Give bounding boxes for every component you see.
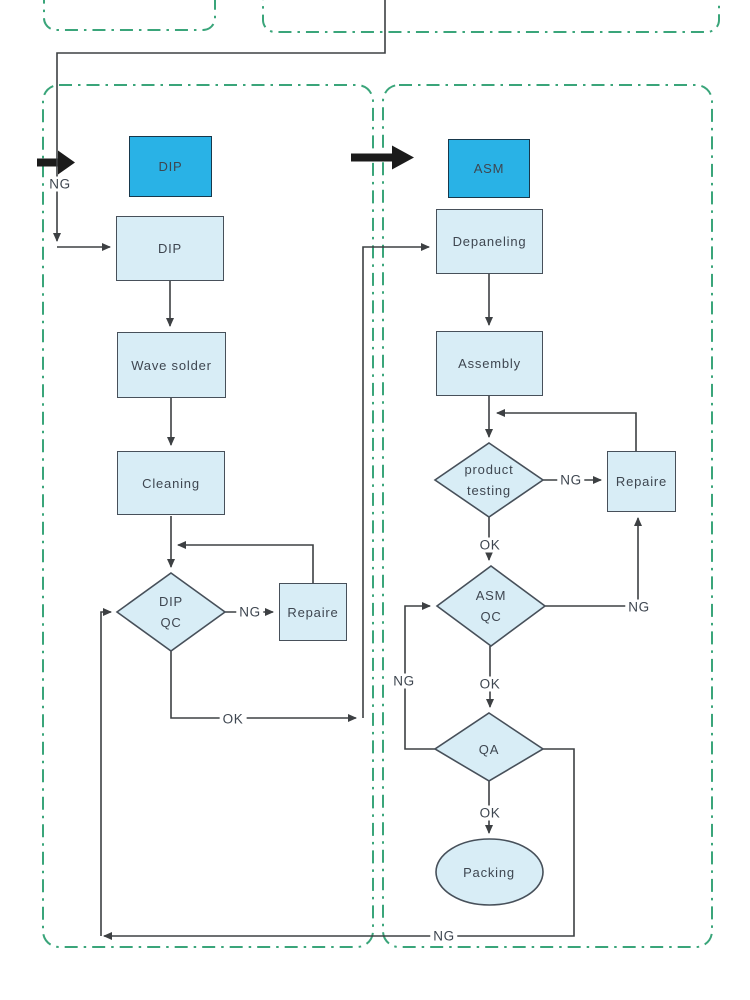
asm-qc-ng-right-label: NG [625,599,653,615]
testing-ok-label: OK [476,537,504,553]
asm-qc-line2: QC [480,609,502,624]
thick-arrow-into-asm-icon [351,145,414,170]
edge-asmqc-ng-to-repaire [545,517,642,607]
product-testing-line1: product [464,462,514,477]
depaneling-label: Depaneling [452,234,527,249]
top-right-container [262,0,720,33]
repaire-asm-label: Repaire [615,474,668,489]
asm-panel [382,84,713,948]
entry-ng-label: NG [46,176,74,192]
top-left-container [43,0,216,31]
testing-ng-label: NG [557,472,585,488]
asm-qc-diamond [435,565,547,647]
cleaning-box: Cleaning [117,451,225,515]
asm-qc-ok-label: OK [476,676,504,692]
packing-ellipse [435,838,544,906]
qa-diamond [433,712,545,782]
asm-qc-ng-left-label: NG [390,673,418,689]
qa-ng-bottom-label: NG [430,928,458,944]
qa-label: QA [439,735,539,763]
product-testing-diamond [433,442,545,518]
qa-ok-label: OK [476,805,504,821]
repaire-box-dip: Repaire [279,583,347,641]
dip-panel [42,84,374,948]
packing-label: Packing [439,858,539,886]
edge-ok-riser-to-depaneling [362,243,430,718]
asm-header-box: ASM [448,139,530,198]
dip-process-box: DIP [116,216,224,281]
edge-repaire-loop-asm [496,409,637,451]
asm-qc-label: ASM QC [441,583,541,629]
asm-qc-line1: ASM [475,588,507,603]
dip-qc-line2: QC [160,615,182,630]
dip-header-label: DIP [158,159,183,174]
edge-dipqc-ok [170,651,357,722]
dip-header-box: DIP [129,136,212,197]
dip-qc-diamond [115,572,227,652]
product-testing-label: product testing [439,457,539,503]
dip-qc-ok-label: OK [219,711,247,727]
edge-repaire-loop-dip [177,541,314,583]
assembly-box: Assembly [436,331,543,396]
dip-qc-label: DIP QC [121,589,221,635]
dip-process-label: DIP [157,241,183,256]
edge-ng-riser-to-dipqc [100,608,112,936]
thick-arrow-into-dip-icon [37,150,75,175]
repaire-box-asm: Repaire [607,451,676,512]
cleaning-label: Cleaning [142,475,200,491]
dip-qc-line1: DIP [158,594,184,609]
asm-header-label: ASM [473,161,505,176]
edge-qa-ng-bottom [103,748,575,940]
edge-top-return-to-dip [53,0,386,242]
wave-solder-label: Wave solder [131,357,212,373]
dip-qc-ng-label: NG [236,604,264,620]
packing-text: Packing [463,864,515,880]
product-testing-line2: testing [467,483,511,498]
assembly-label: Assembly [458,356,521,371]
repaire-dip-label: Repaire [287,604,339,620]
qa-text: QA [478,741,500,757]
wave-solder-box: Wave solder [117,332,226,398]
depaneling-box: Depaneling [436,209,543,274]
